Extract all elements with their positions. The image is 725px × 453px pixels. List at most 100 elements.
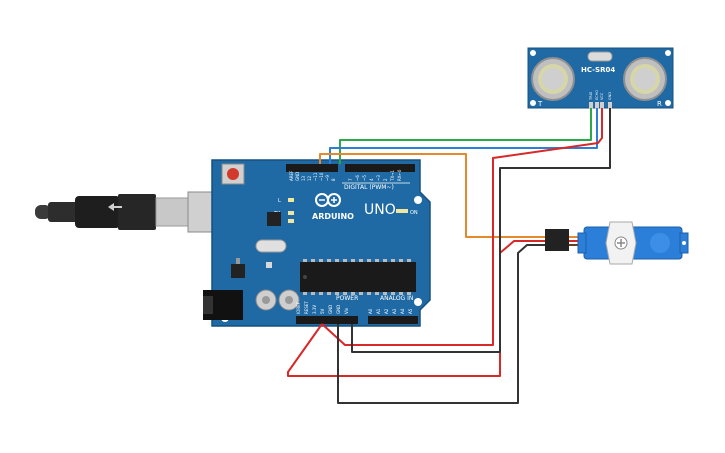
capacitor-top [262, 296, 270, 304]
power-header [296, 316, 358, 324]
digital-label: DIGITAL (PWM~) [344, 184, 394, 191]
arduino-logo-icon [315, 193, 341, 207]
top-header-right [345, 164, 415, 172]
servo-motor-icon[interactable] [545, 221, 689, 265]
transmitter-transducer [531, 57, 575, 101]
usb-symbol-icon [108, 203, 122, 211]
on-label: ON [410, 210, 418, 216]
rx-led [288, 219, 294, 223]
top-pin-label: TX→1 [390, 169, 395, 182]
sensor-pin[interactable] [608, 102, 612, 109]
chip-pin [343, 292, 347, 295]
analog-pin-label: A3 [392, 308, 397, 314]
power-pin-label: 3.3V [312, 305, 317, 314]
top-pin-label: 8 [331, 178, 336, 181]
servo-tab-left [577, 232, 587, 254]
chip-pin [351, 259, 355, 262]
sensor-pin[interactable] [595, 102, 599, 109]
chip-pin [303, 259, 307, 262]
wire-black-servo[interactable] [337, 244, 547, 404]
chip-pin [367, 259, 371, 262]
chip-pin [399, 292, 403, 295]
usb-cable-boot [48, 202, 78, 222]
chip-pin [375, 259, 379, 262]
servo-gear-bump [650, 233, 670, 253]
top-pin-label: ~6 [355, 175, 360, 181]
top-pin-label: 2 [383, 178, 388, 181]
sensor-pin[interactable] [589, 102, 593, 109]
chip-pins [303, 259, 411, 295]
chip-pin [383, 292, 387, 295]
chip-pin [311, 259, 315, 262]
chip-pin [327, 259, 331, 262]
atmega-chip [300, 262, 416, 292]
sensor-pin-label: GND [608, 92, 612, 100]
top-pin-label: ~5 [362, 175, 367, 181]
wire-red-servo[interactable] [287, 240, 547, 377]
mount-hole [414, 196, 422, 204]
crystal-oscillator [255, 239, 287, 253]
power-jack-inner [203, 296, 213, 314]
top-pin-label: 7 [348, 178, 353, 181]
chip-pin [327, 292, 331, 295]
arduino-model: UNO [364, 202, 396, 218]
wire-blue[interactable] [329, 108, 598, 164]
sensor-pin[interactable] [600, 102, 604, 109]
chip-pin [351, 292, 355, 295]
mount-hole [665, 100, 671, 106]
regulator-chip [231, 264, 245, 278]
chip-pin [391, 292, 395, 295]
power-pin-label: GND [328, 305, 333, 314]
on-led [396, 209, 408, 213]
sensor-pin-label: VCC [600, 92, 604, 100]
usb-cable-strain-tip [35, 205, 51, 219]
sensor-t-mark: T [537, 100, 543, 108]
wire-black-sensor[interactable] [351, 108, 611, 353]
sensor-r-mark: R [657, 100, 662, 108]
wire-green[interactable] [339, 108, 592, 164]
power-pin-label: RESET [304, 301, 309, 314]
usb-cable-plug-body [75, 196, 120, 228]
chip-pin [335, 292, 339, 295]
sensor-model: HC-SR04 [581, 66, 615, 74]
reset-button-cap [227, 168, 239, 180]
mount-hole [665, 50, 671, 56]
capacitor-top [285, 296, 293, 304]
top-pin-label: ~11 [313, 172, 318, 181]
analog-pin-label: A0 [368, 308, 373, 314]
usb-chip [267, 212, 281, 226]
top-pin-label: ~10 [319, 172, 324, 181]
sensor-crystal [587, 51, 613, 62]
analog-header [368, 316, 418, 324]
sensor-pin-label: ECHO [595, 90, 599, 100]
chip-pin [359, 292, 363, 295]
top-pin-label: ~9 [325, 175, 330, 181]
receiver-transducer [623, 57, 667, 101]
sensor-pin-label: TRIG [589, 91, 593, 101]
top-pin-label: 13 [301, 175, 306, 181]
mount-hole [530, 100, 536, 106]
wire-red-sensor[interactable] [321, 108, 603, 346]
usb-plug-metal [155, 197, 191, 227]
analog-pin-label: A1 [376, 308, 381, 314]
chip-pin [407, 259, 411, 262]
servo-connector [545, 229, 569, 251]
analog-pin-label: A2 [384, 308, 389, 314]
top-pin-label: RX←0 [397, 169, 402, 181]
analog-pin-label: A4 [400, 308, 405, 314]
wires [287, 108, 611, 404]
chip-pin [319, 259, 323, 262]
top-pin-label: AREF [289, 170, 294, 181]
power-pin-label: Vin [344, 307, 349, 314]
chip-notch [303, 275, 307, 279]
chip-pin [367, 292, 371, 295]
servo-mount-hole [682, 241, 686, 245]
chip-pin [343, 259, 347, 262]
l-led [288, 198, 294, 202]
